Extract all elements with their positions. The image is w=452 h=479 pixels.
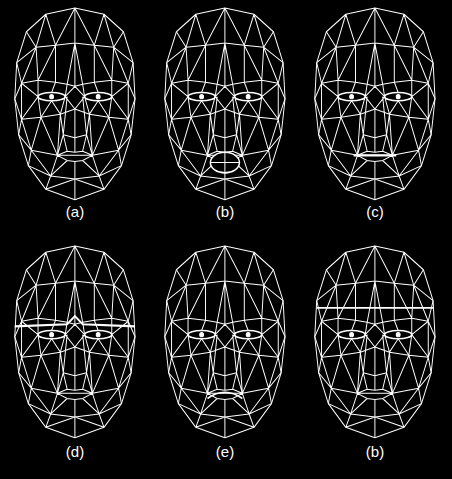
panel-label: (b) <box>216 203 234 220</box>
panel-label: (a) <box>66 203 84 220</box>
face-mesh <box>315 246 435 438</box>
face-mesh <box>165 246 285 438</box>
face-mesh <box>15 246 135 438</box>
panel-label: (e) <box>216 443 234 460</box>
face-mesh <box>15 8 135 200</box>
face-mesh <box>315 8 435 200</box>
panel-label: (d) <box>66 443 84 460</box>
panel-label: (b) <box>366 443 384 460</box>
panel-label: (c) <box>366 203 384 220</box>
face-mesh <box>165 8 285 200</box>
